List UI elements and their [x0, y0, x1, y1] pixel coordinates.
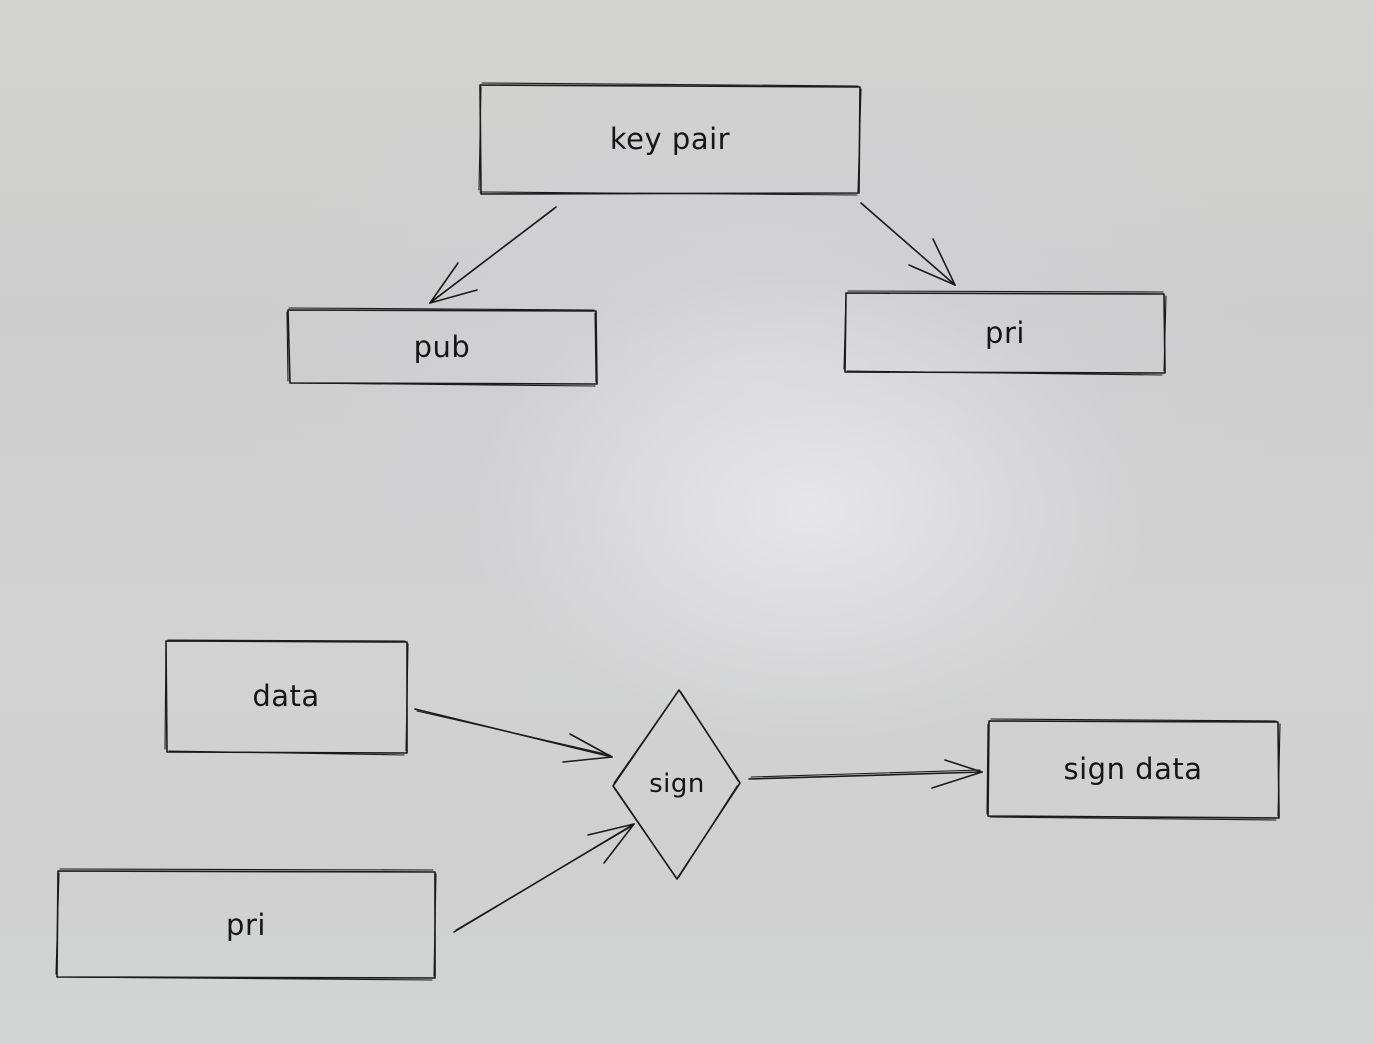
node-data[interactable]: data [164, 639, 409, 756]
node-sign[interactable]: sign [612, 689, 741, 880]
node-pri-top-label: pri [985, 316, 1025, 350]
arrow-data-to-sign [414, 708, 613, 763]
arrow-pri-to-sign [453, 823, 635, 933]
node-pri-bottom-label: pri [226, 908, 266, 942]
arrow-key-pair-to-pri [860, 202, 956, 286]
node-pri-top[interactable]: pri [843, 290, 1167, 376]
node-sign-data[interactable]: sign data [986, 718, 1281, 821]
node-pri-bottom[interactable]: pri [55, 868, 437, 981]
arrow-key-pair-to-pub [429, 206, 557, 304]
node-pub[interactable]: pub [286, 307, 598, 387]
node-key-pair-label: key pair [610, 122, 730, 156]
node-sign-data-label: sign data [1064, 752, 1203, 786]
node-pub-label: pub [414, 330, 471, 364]
node-sign-label: sign [649, 769, 705, 799]
node-key-pair[interactable]: key pair [478, 82, 862, 196]
arrow-sign-to-sign-data [748, 759, 983, 789]
node-data-label: data [252, 679, 319, 713]
